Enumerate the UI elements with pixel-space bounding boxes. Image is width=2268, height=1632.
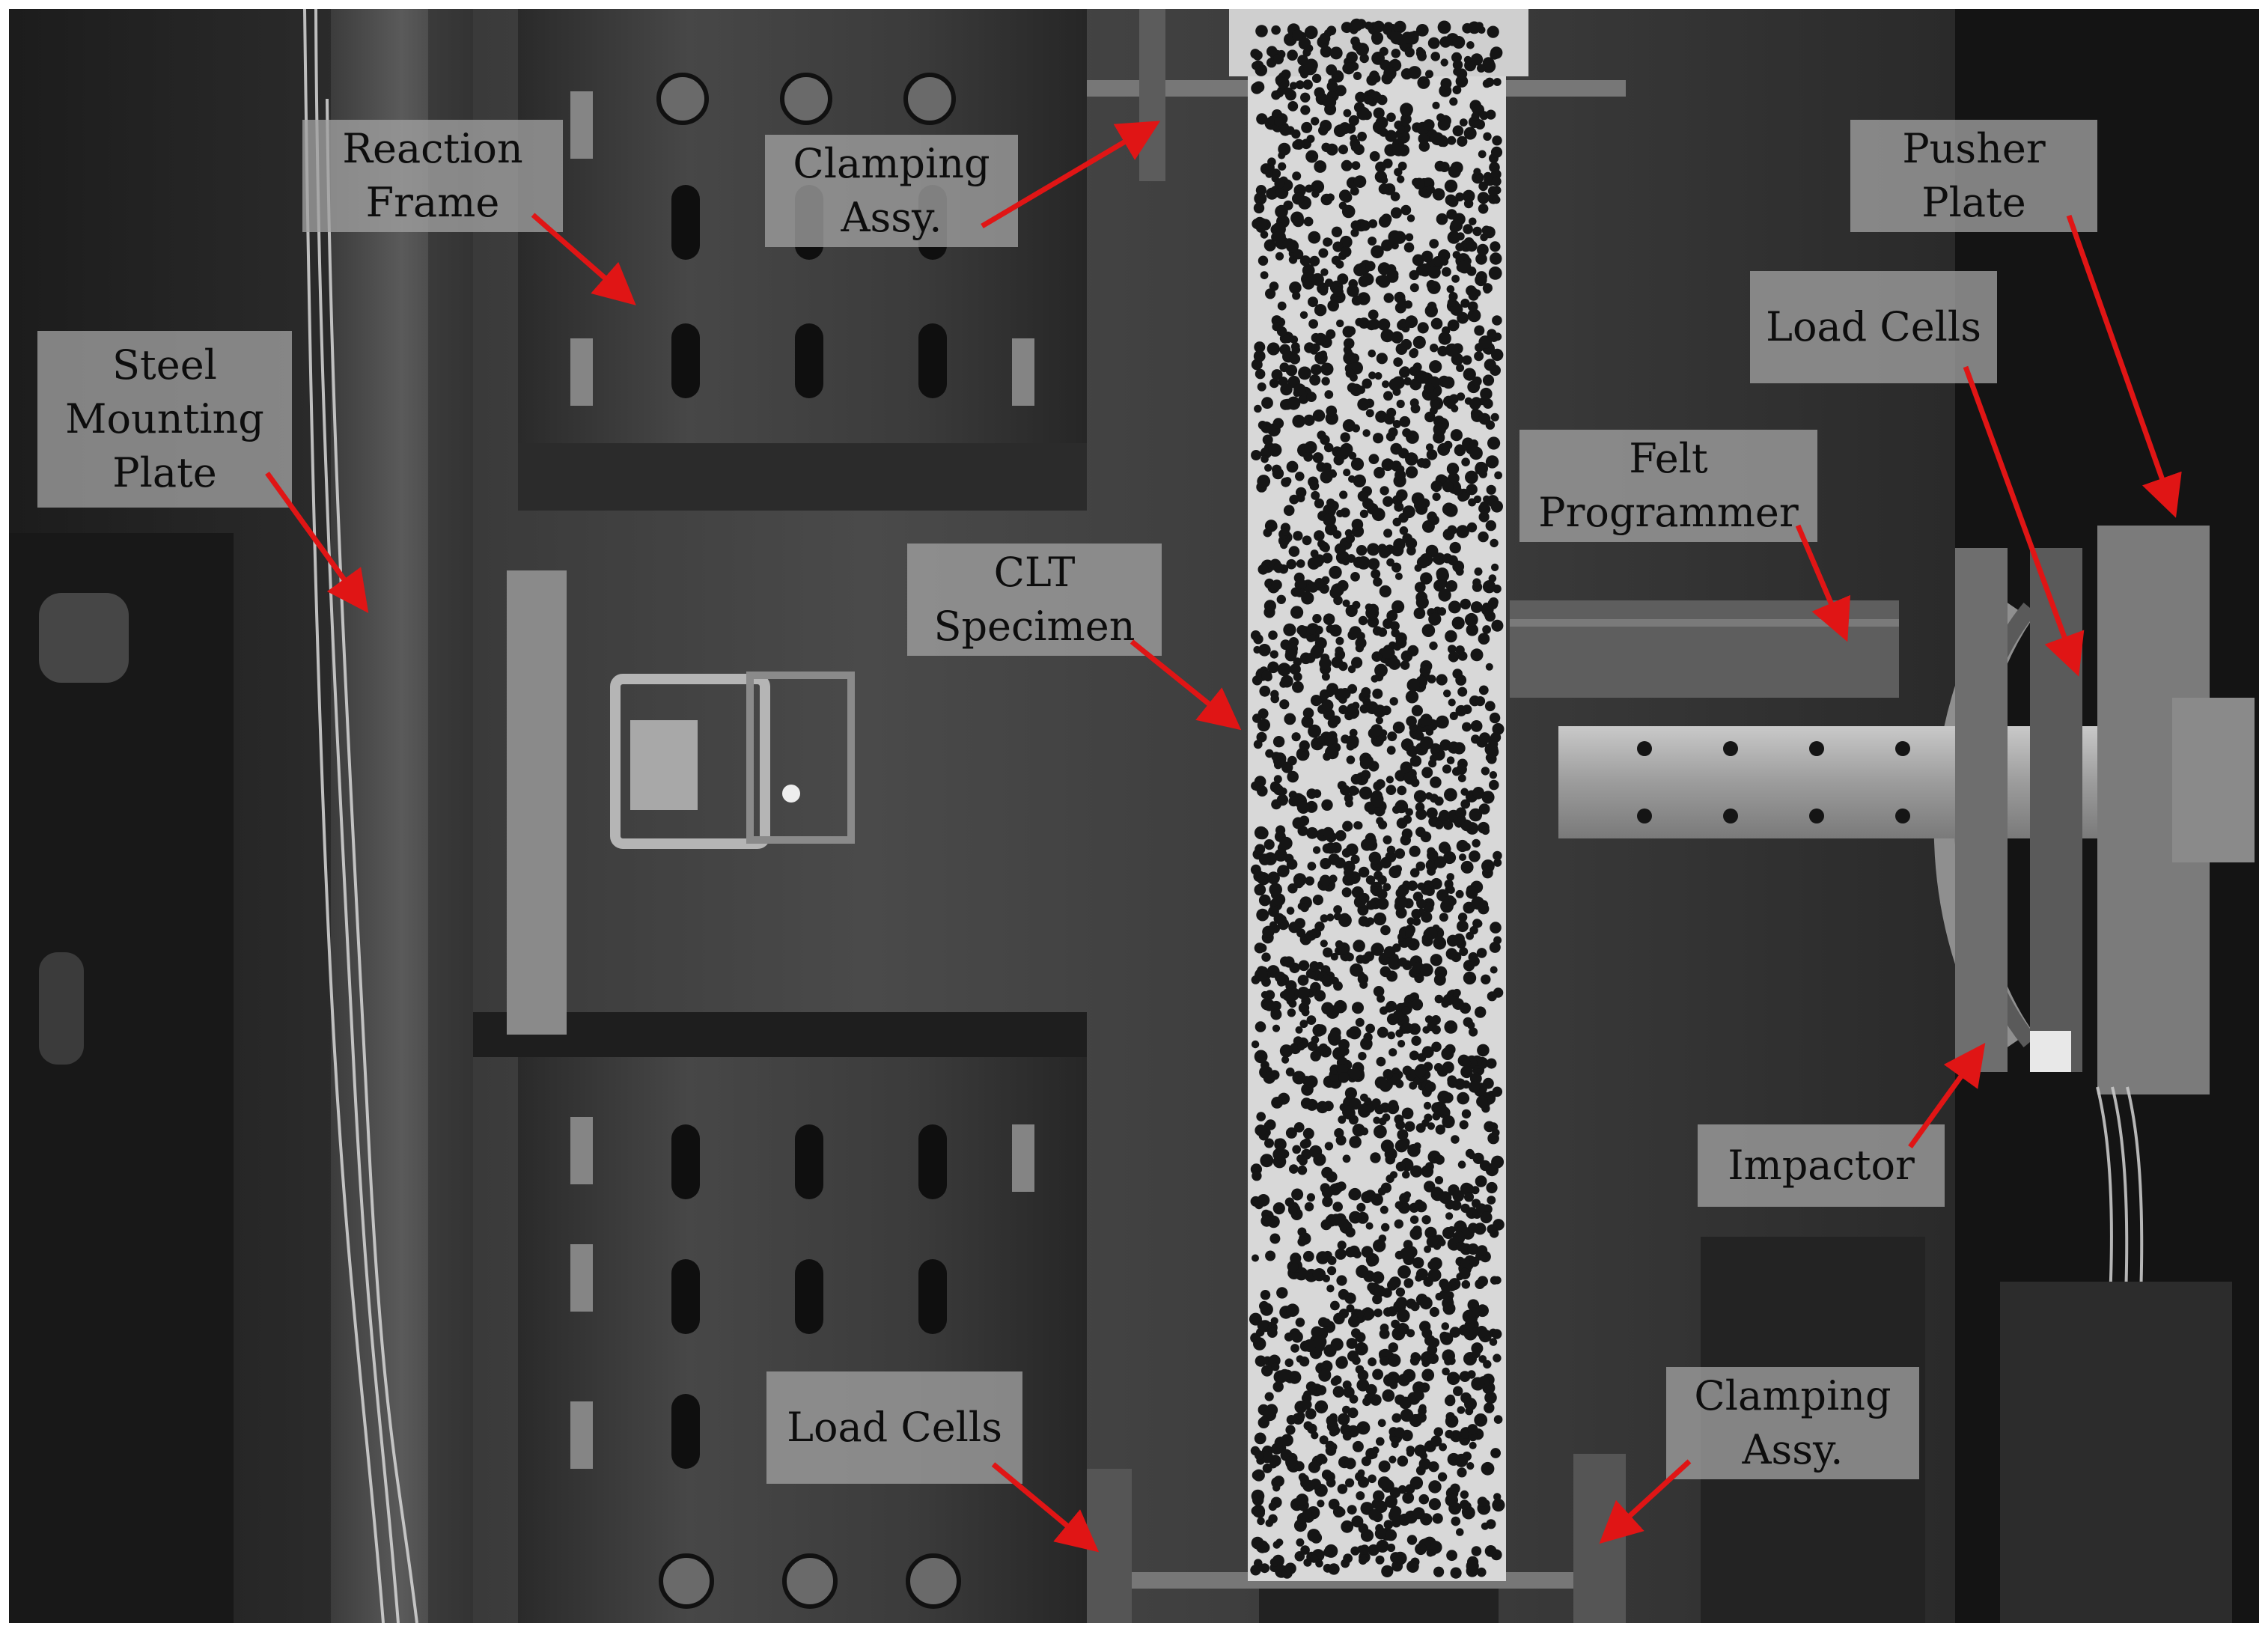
label-reaction-frame: Reaction Frame xyxy=(302,120,563,232)
label-line: Assy. xyxy=(1742,1426,1844,1473)
label-steel-mounting-plate: Steel Mounting Plate xyxy=(37,331,292,508)
label-line: Plate xyxy=(112,449,217,496)
label-load-cells-right: Load Cells xyxy=(1750,271,1997,383)
test-setup-photo: Reaction Frame Clamping Assy. Pusher Pla… xyxy=(9,9,2259,1623)
label-pusher-plate: Pusher Plate xyxy=(1850,120,2097,232)
label-load-cells-bottom: Load Cells xyxy=(766,1371,1022,1484)
label-clt-specimen: CLT Specimen xyxy=(907,544,1162,656)
label-impactor: Impactor xyxy=(1698,1124,1945,1207)
label-line: Clamping xyxy=(793,140,990,187)
label-line: Specimen xyxy=(933,603,1135,650)
label-line: Felt xyxy=(1629,435,1708,482)
label-line: Assy. xyxy=(841,194,942,241)
label-felt-programmer: Felt Programmer xyxy=(1519,430,1817,542)
label-line: Clamping xyxy=(1694,1372,1891,1419)
label-line: Load Cells xyxy=(787,1404,1002,1451)
label-line: Reaction xyxy=(342,125,523,172)
label-line: Plate xyxy=(1921,179,2026,226)
label-line: Pusher xyxy=(1902,125,2046,172)
label-line: Impactor xyxy=(1728,1142,1915,1189)
scene-drawing xyxy=(9,9,2259,1623)
label-line: Steel xyxy=(112,341,217,389)
label-line: CLT xyxy=(993,549,1076,596)
label-line: Mounting xyxy=(65,395,264,442)
speckle-pattern xyxy=(1249,18,1505,1579)
label-line: Load Cells xyxy=(1766,303,1981,350)
label-line: Programmer xyxy=(1538,489,1799,536)
label-clamping-assy-bottom: Clamping Assy. xyxy=(1666,1367,1919,1479)
label-clamping-assy-top: Clamping Assy. xyxy=(765,135,1018,247)
label-line: Frame xyxy=(365,179,500,226)
